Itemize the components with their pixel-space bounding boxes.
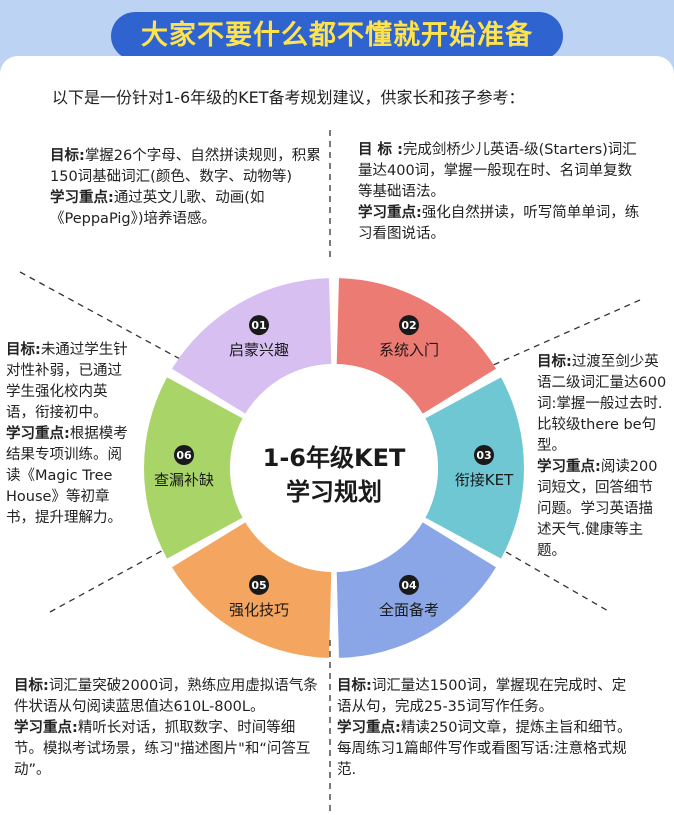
stage-5-text: 目标:词汇量突破2000词，熟练应用虚拟语气条件状语从句阅读蓝思值达610L-8…: [14, 678, 318, 778]
intro-text: 以下是一份针对1-6年级的KET备考规划建议，供家长和孩子参考：: [52, 88, 525, 107]
page-title: 大家不要什么都不懂就开始准备: [111, 12, 563, 60]
stage-5-focus: 精听长对话，抓取数字、时间等细节。模拟考试场景，练习"描述图片"和“问答互动”。: [14, 720, 311, 778]
stage-2-goal: 完成剑桥少儿英语-级(Starters)词汇量达400词，掌握一般现在时、名词单…: [358, 142, 637, 200]
stage-2-text: 目 标 :完成剑桥少儿英语-级(Starters)词汇量达400词，掌握一般现在…: [358, 142, 640, 242]
stage-1-text: 目标:掌握26个字母、自然拼读规则，积累150词基础词汇(颜色、数字、动物等) …: [50, 148, 321, 227]
stage-4-text: 目标:词汇量达1500词，掌握现在完成时、定语从句，完成25-35词写作任务。 …: [337, 678, 632, 778]
stage-3-text: 目标:过渡至剑少英语二级词汇量达600词:掌握一般过去时.比较级there be…: [537, 354, 667, 559]
stage-2-focus: 强化自然拼读，听写简单单词，练习看图说话。: [358, 205, 640, 242]
stage-5-goal: 词汇量突破2000词，熟练应用虚拟语气条件状语从句阅读蓝思值达610L-800L…: [14, 678, 318, 715]
stage-4-focus: 精读250词文章，提炼主旨和细节。每周练习1篇邮件写作或看图写话:注意格式规范.: [337, 720, 632, 778]
stage-4-goal: 词汇量达1500词，掌握现在完成时、定语从句，完成25-35词写作任务。: [337, 678, 627, 715]
stage-3-focus: 阅读200词短文，回答细节问题。学习英语描述天气.健康等主题。: [537, 459, 658, 559]
stage-1-focus: 通过英文儿歌、动画(如《PeppaPig》)培养语感。: [50, 190, 265, 227]
stage-6-text: 目标:未通过学生针对性补弱，已通过学生强化校内英语，衔接初中。 学习重点:根据模…: [6, 342, 128, 526]
stage-1-goal: 掌握26个字母、自然拼读规则，积累150词基础词汇(颜色、数字、动物等): [50, 148, 321, 185]
stage-6-focus: 根据模考结果专项训练。阅读《Magic Tree House》等初章书，提升理解…: [6, 426, 128, 526]
title-banner: 大家不要什么都不懂就开始准备: [0, 12, 674, 66]
